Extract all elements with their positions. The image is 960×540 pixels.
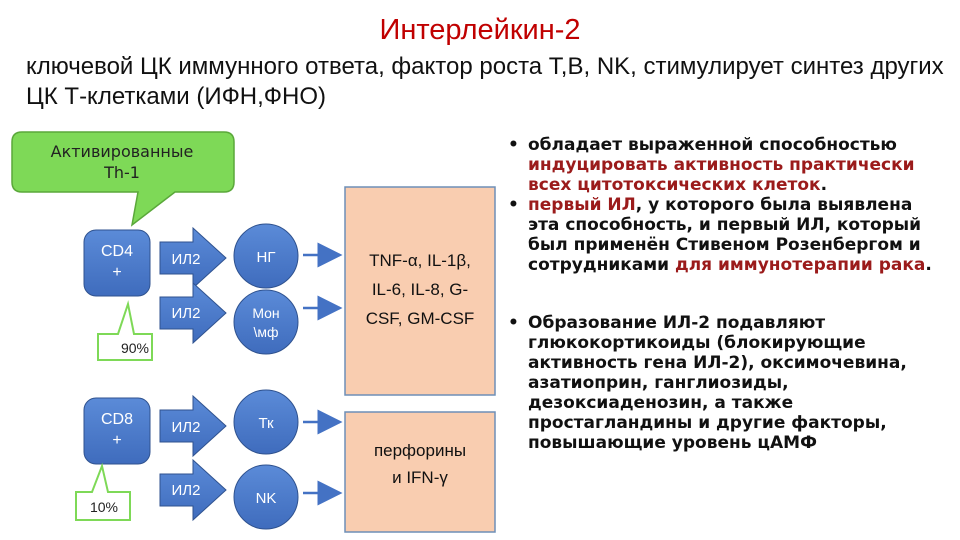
percent-cd8-text: 10% xyxy=(90,499,118,515)
percent-callout-cd4: 90% xyxy=(97,300,153,361)
il2-arrow-2-label: ИЛ2 xyxy=(172,305,201,322)
bullet-dot-icon: • xyxy=(508,313,519,333)
il2-arrow-1: ИЛ2 xyxy=(159,226,227,290)
bullet-list: • обладает выраженной способностью индуц… xyxy=(508,135,948,453)
bullet-dot-icon: • xyxy=(508,135,519,155)
il2-arrow-3-label: ИЛ2 xyxy=(172,419,201,436)
bullet-2: • первый ИЛ, у которого была выявлена эт… xyxy=(508,195,948,275)
th1-callout: Активированные Th-1 xyxy=(11,131,235,227)
circle-ng-label: НГ xyxy=(257,249,276,266)
th1-callout-line1: Активированные xyxy=(51,142,194,161)
bullet-dot-icon: • xyxy=(508,195,519,215)
bullet-2-text-c: для иммунотерапии рака xyxy=(674,255,926,275)
bullet-2-text-a: первый ИЛ xyxy=(528,195,636,215)
cd8-label-1: CD8 xyxy=(101,411,133,428)
percent-cd4-text: 90% xyxy=(121,340,149,356)
il2-arrow-4: ИЛ2 xyxy=(159,458,227,522)
cd4-label-2: + xyxy=(112,264,121,281)
circle-nk-label: NK xyxy=(256,490,277,507)
slide-title: Интерлейкин-2 xyxy=(379,14,581,46)
slide-subtitle: ключевой ЦК иммунного ответа, фактор рос… xyxy=(26,53,944,110)
perforin-line-1: перфорины xyxy=(374,441,466,460)
circle-mon-label-1: Мон xyxy=(252,305,279,321)
cytokine-line-3: CSF, GM-CSF xyxy=(366,309,475,328)
circle-tk: Тк xyxy=(233,389,299,455)
circle-mon-label-2: \мф xyxy=(253,324,278,340)
circle-tk-label: Тк xyxy=(258,415,274,432)
il2-arrow-3: ИЛ2 xyxy=(159,394,227,458)
cd4-cell: CD4 + xyxy=(83,229,151,297)
perforin-box: перфорины и IFN-γ xyxy=(344,411,496,533)
perforin-line-2: и IFN-γ xyxy=(392,468,448,487)
il2-arrow-1-label: ИЛ2 xyxy=(172,251,201,268)
th1-callout-line2: Th-1 xyxy=(103,163,140,182)
bullet-2-text-b: , у которого была выявлена эта способнос… xyxy=(528,195,922,275)
bullet-3: • Образование ИЛ-2 подавляют глюкокортик… xyxy=(508,313,948,453)
circle-ng: НГ xyxy=(233,223,299,289)
bullet-3-text: Образование ИЛ-2 подавляют глюкокортикои… xyxy=(528,313,907,453)
circle-nk: NK xyxy=(233,464,299,530)
bullet-2-text-d: . xyxy=(925,255,932,275)
cytokine-line-2: IL-6, IL-8, G- xyxy=(372,280,468,299)
cd8-label-2: + xyxy=(112,432,121,449)
cd8-cell: CD8 + xyxy=(83,397,151,465)
bullet-1-text-c: . xyxy=(820,175,828,195)
bullet-spacer xyxy=(508,275,948,313)
bullet-1-text-b: индуцировать активность практически всех… xyxy=(528,155,915,195)
cd4-label-1: CD4 xyxy=(101,243,133,260)
circle-mon: Мон \мф xyxy=(233,289,299,355)
cytokine-box: TNF-α, IL-1β, IL-6, IL-8, G- CSF, GM-CSF xyxy=(344,186,496,396)
percent-callout-cd8: 10% xyxy=(75,462,131,521)
il2-arrow-2: ИЛ2 xyxy=(159,281,227,345)
il2-arrow-4-label: ИЛ2 xyxy=(172,482,201,499)
cytokine-line-1: TNF-α, IL-1β, xyxy=(369,251,471,270)
bullet-1: • обладает выраженной способностью индуц… xyxy=(508,135,948,195)
bullet-1-text-a: обладает выраженной способностью xyxy=(528,135,897,155)
